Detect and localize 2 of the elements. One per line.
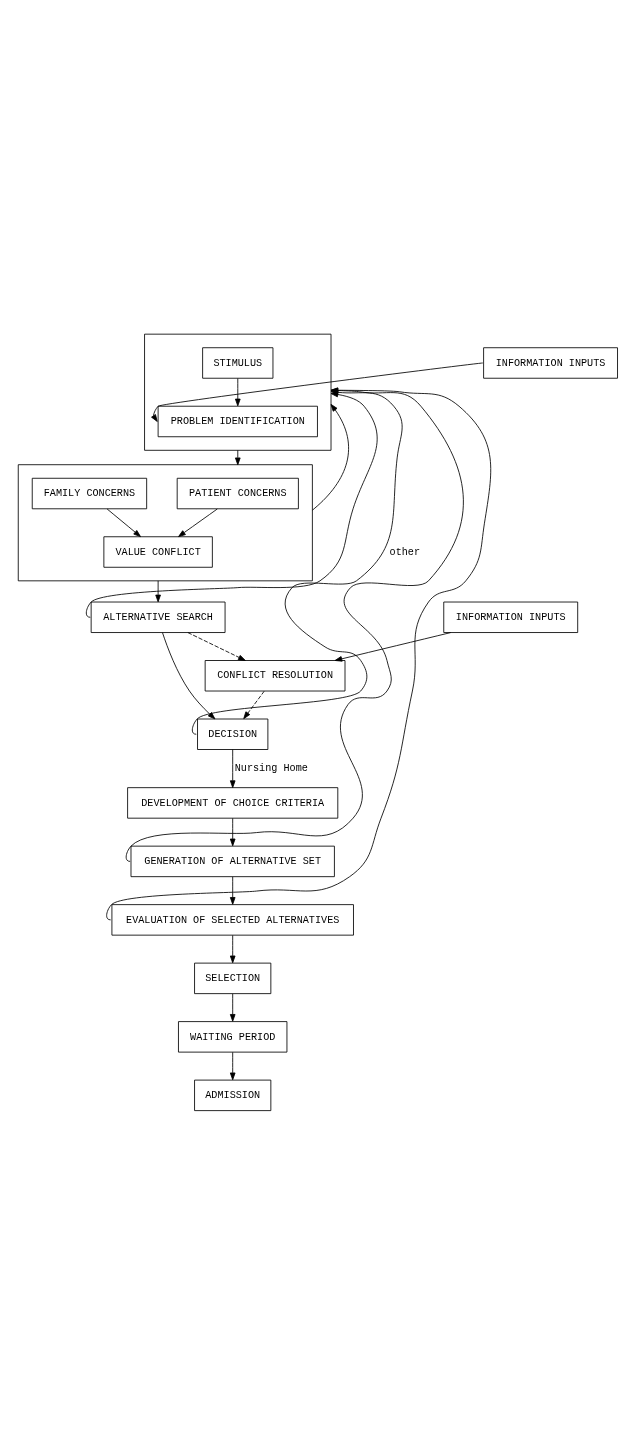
edge-label: Nursing Home: [234, 762, 308, 774]
edge-label: other: [389, 546, 421, 558]
